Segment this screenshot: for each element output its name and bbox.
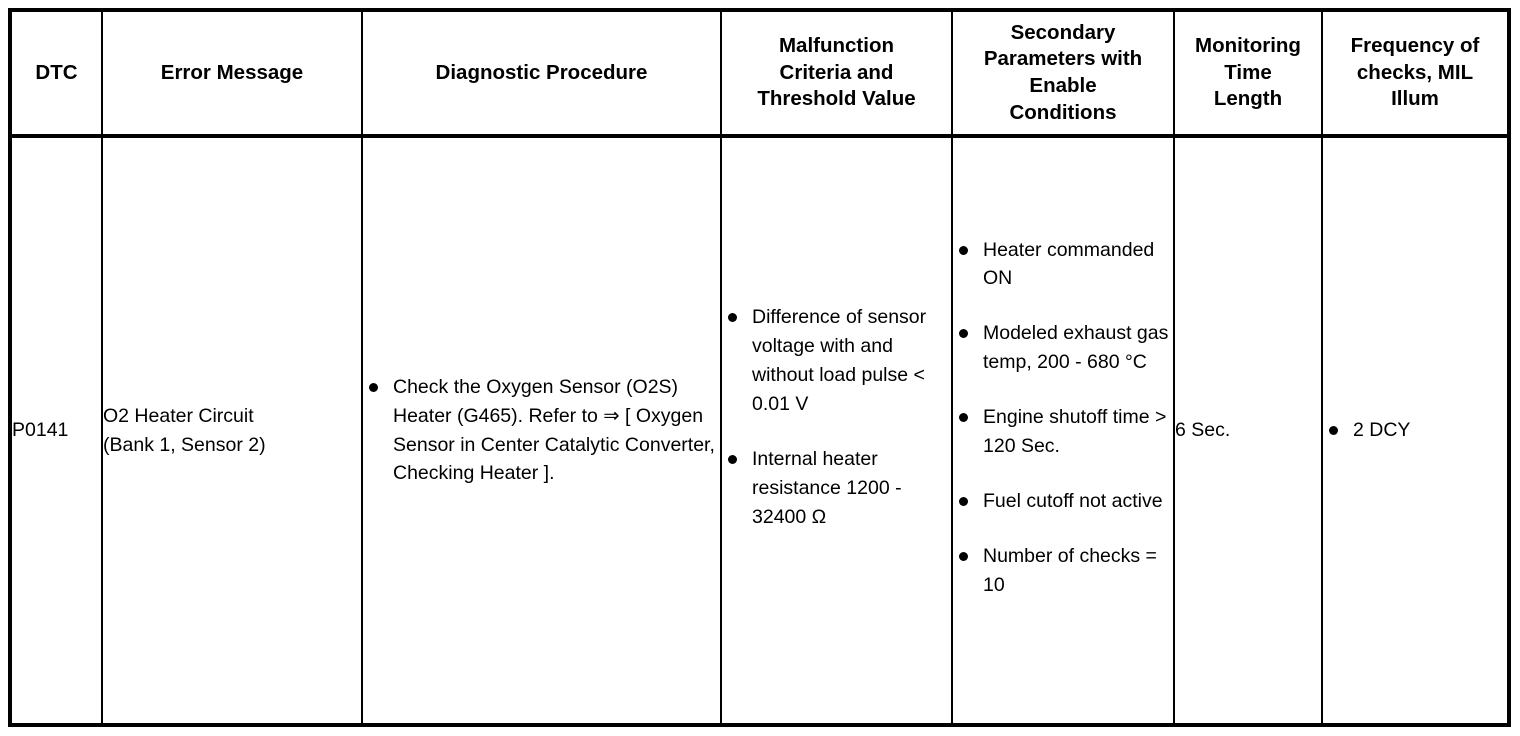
cell-dtc: P0141 (9, 136, 103, 725)
malfunction-header-line-3: Threshold Value (757, 87, 916, 111)
secondary-header-line-3: Enable (1029, 74, 1097, 97)
secondary-parameter-text-2: Modeled exhaust gas temp, 200 - 680 °C (983, 322, 1169, 374)
error-message-line-1: O2 Heater Circuit (103, 404, 254, 427)
frequency-text: 2 DCY (1353, 419, 1411, 442)
secondary-header-line-1: Secondary (1010, 20, 1116, 44)
frequency-list: 2 DCY (1323, 416, 1507, 445)
monitoring-time-value: 6 Sec. (1175, 419, 1231, 442)
secondary-parameter-text-4: Fuel cutoff not active (983, 489, 1163, 512)
secondary-parameter-text-5: Number of checks = 10 (983, 544, 1157, 596)
list-item: Number of checks = 10 (953, 542, 1173, 600)
table-row: P0141 O2 Heater Circuit (Bank 1, Sensor … (9, 136, 1510, 725)
column-header-dtc: DTC (9, 10, 103, 138)
list-item: Fuel cutoff not active (953, 487, 1173, 516)
monitoring-header-line-2: Time (1224, 60, 1272, 84)
list-item: Difference of sensor voltage with and wi… (722, 303, 951, 418)
cell-error-message: O2 Heater Circuit (Bank 1, Sensor 2) (101, 136, 363, 725)
list-item: Internal heater resistance 1200 - 32400 … (722, 445, 951, 532)
list-item: Engine shutoff time > 120 Sec. (953, 403, 1173, 461)
diagnostic-procedure-list: Check the Oxygen Sensor (O2S) Heater (G4… (363, 373, 720, 488)
malfunction-criteria-text-2: Internal heater resistance 1200 - 32400 … (752, 447, 902, 528)
column-header-diagnostic-procedure: Diagnostic Procedure (361, 10, 722, 138)
cell-malfunction-criteria: Difference of sensor voltage with and wi… (720, 136, 953, 725)
frequency-header-line-1: Frequency of (1350, 34, 1480, 58)
column-header-secondary-parameters: Secondary Parameters with Enable Conditi… (951, 10, 1175, 138)
list-item: Modeled exhaust gas temp, 200 - 680 °C (953, 319, 1173, 377)
dtc-reference-table: DTC Error Message Diagnostic Procedure M… (8, 8, 1511, 727)
cell-diagnostic-procedure: Check the Oxygen Sensor (O2S) Heater (G4… (361, 136, 722, 725)
cell-frequency: 2 DCY (1321, 136, 1510, 725)
list-item: 2 DCY (1323, 416, 1507, 445)
list-item: Check the Oxygen Sensor (O2S) Heater (G4… (363, 373, 720, 488)
error-message-line-2: (Bank 1, Sensor 2) (103, 433, 266, 456)
secondary-parameter-text-3: Engine shutoff time > 120 Sec. (983, 406, 1167, 457)
diagnostic-procedure-text: Check the Oxygen Sensor (O2S) Heater (G4… (393, 375, 715, 485)
monitoring-header-line-3: Length (1213, 87, 1283, 111)
frequency-header-line-2: checks, MIL (1356, 60, 1474, 84)
header-row: DTC Error Message Diagnostic Procedure M… (9, 10, 1510, 138)
column-header-monitoring-time: Monitoring Time Length (1173, 10, 1323, 138)
malfunction-criteria-text-1: Difference of sensor voltage with and wi… (752, 306, 927, 416)
column-header-frequency: Frequency of checks, MIL Illum (1321, 10, 1510, 138)
secondary-header-line-2: Parameters with (983, 47, 1143, 71)
column-header-malfunction-criteria: Malfunction Criteria and Threshold Value (720, 10, 953, 138)
secondary-header-line-4: Conditions (1009, 100, 1117, 124)
dtc-table-container: DTC Error Message Diagnostic Procedure M… (8, 8, 1511, 727)
dtc-code: P0141 (12, 419, 69, 442)
malfunction-header-line-1: Malfunction (778, 34, 894, 58)
list-item: Heater commanded ON (953, 236, 1173, 294)
monitoring-header-line-1: Monitoring (1195, 34, 1301, 58)
malfunction-header-line-2: Criteria and (779, 60, 894, 84)
malfunction-criteria-list: Difference of sensor voltage with and wi… (722, 303, 951, 531)
secondary-parameter-text-1: Heater commanded ON (983, 238, 1155, 290)
secondary-parameters-list: Heater commanded ON Modeled exhaust gas … (953, 236, 1173, 600)
column-header-error-message: Error Message (101, 10, 363, 138)
cell-secondary-parameters: Heater commanded ON Modeled exhaust gas … (951, 136, 1175, 725)
table-body: P0141 O2 Heater Circuit (Bank 1, Sensor … (9, 136, 1510, 725)
frequency-header-line-3: Illum (1391, 87, 1439, 111)
table-header: DTC Error Message Diagnostic Procedure M… (9, 10, 1510, 138)
cell-monitoring-time: 6 Sec. (1173, 136, 1323, 725)
